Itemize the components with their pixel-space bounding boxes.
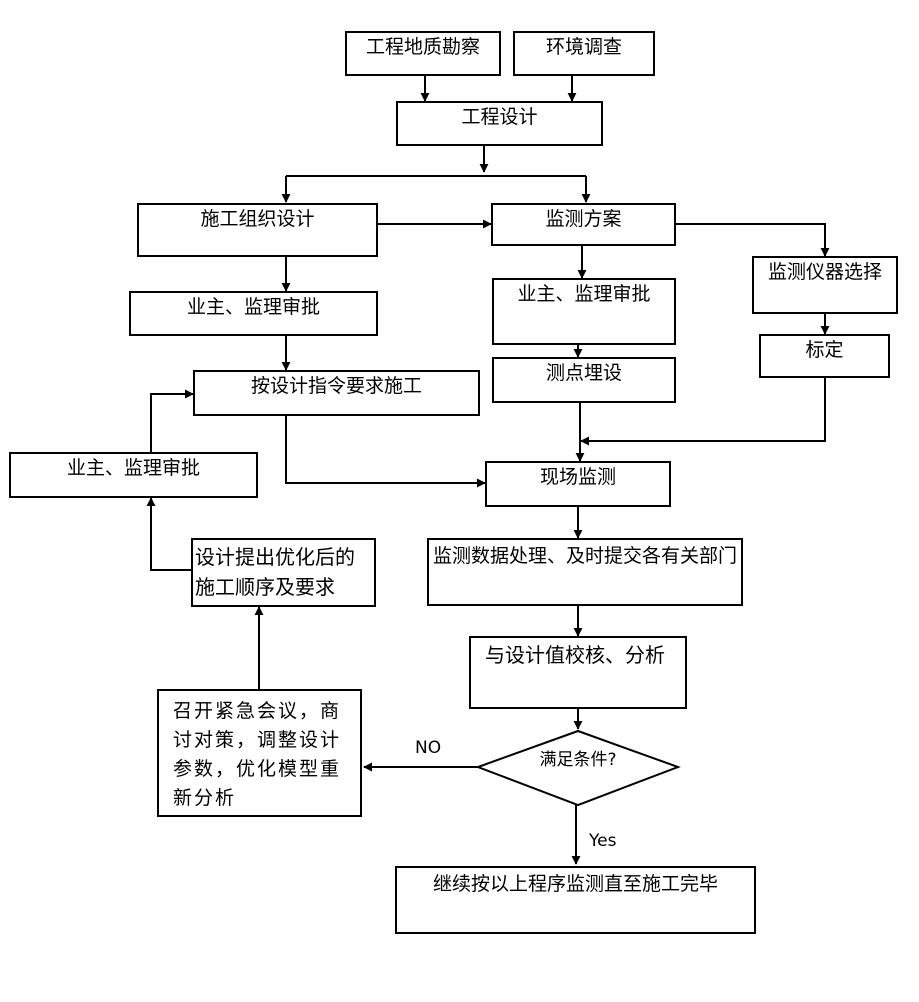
continue-until-complete-box: 继续按以上程序监测直至施工完毕 [395, 866, 756, 934]
condition-label: 满足条件? [539, 750, 617, 770]
edge-calibration-to-field [580, 378, 826, 446]
owner-approval-box-2: 业主、监理审批 [492, 278, 676, 345]
engineering-design-box: 工程设计 [396, 101, 603, 146]
owner-approval-box-3: 业主、监理审批 [9, 452, 258, 498]
build-by-design-box: 按设计指令要求施工 [193, 370, 480, 416]
data-processing-box: 监测数据处理、及时提交各有关部门 [427, 538, 743, 606]
optimized-sequence-box: 设计提出优化后的施工顺序及要求 [191, 538, 376, 607]
owner-approval-box-1: 业主、监理审批 [129, 291, 378, 336]
edge-plan-to-instrument [676, 223, 830, 257]
edge-build-to-field [285, 416, 486, 488]
edge-approval-to-build-loop [150, 389, 194, 452]
point-installation-box: 测点埋设 [492, 357, 676, 403]
design-check-box: 与设计值校核、分析 [469, 636, 687, 709]
calibration-box: 标定 [759, 334, 890, 378]
edge-label-yes: Yes [589, 831, 617, 851]
edge-optimized-to-approval [146, 497, 193, 571]
construction-org-design-box: 施工组织设计 [137, 203, 378, 257]
env-survey-box: 环境调查 [513, 31, 655, 76]
instrument-selection-box: 监测仪器选择 [752, 256, 898, 314]
monitoring-plan-box: 监测方案 [491, 203, 676, 246]
condition-diamond [475, 729, 681, 807]
emergency-meeting-box: 召开紧急会议，商讨对策，调整设计参数，优化模型重新分析 [157, 689, 362, 817]
field-monitoring-box: 现场监测 [485, 461, 671, 507]
edge-label-no: NO [415, 738, 442, 758]
geo-survey-box: 工程地质勘察 [345, 31, 501, 76]
